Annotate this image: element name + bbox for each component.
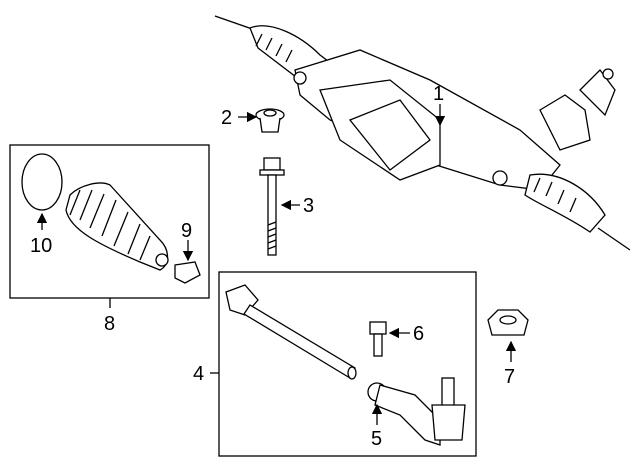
callout-9: 9 [181,220,192,242]
boot-part [65,182,169,271]
callout-5: 5 [371,428,382,450]
callout-2: 2 [221,107,232,129]
clamp-part [174,261,201,284]
small-bolt-part [369,321,387,357]
steering-rack-part [214,15,631,251]
inner-tie-rod-part [225,284,357,380]
nut-part [487,309,529,336]
callout-3: 3 [303,195,314,217]
callout-7: 7 [504,366,515,388]
clamp-ring-part [21,153,63,211]
bushing-part [255,108,285,133]
callout-8: 8 [104,313,115,335]
callout-4: 4 [193,363,204,385]
bolt-part [259,157,285,256]
tie-rod-kit-box [218,271,477,457]
leader-lines [36,104,517,425]
callout-10: 10 [30,235,52,257]
callout-1: 1 [433,83,444,105]
callout-6: 6 [413,323,424,345]
tie-rod-end-part [367,377,466,446]
